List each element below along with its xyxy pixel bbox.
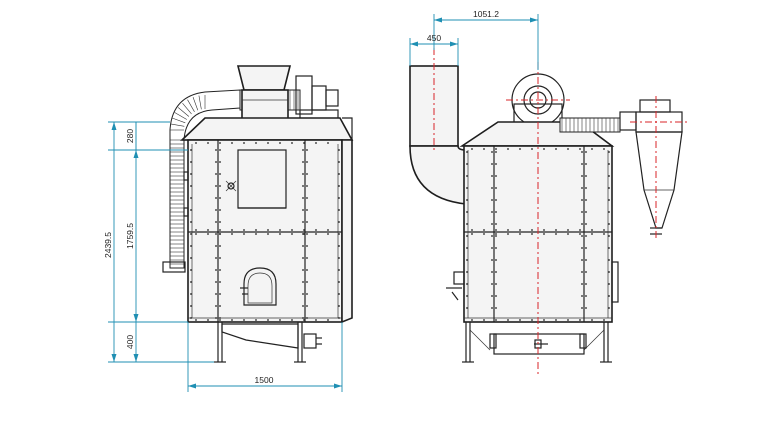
front-body	[183, 139, 343, 323]
side-inlet-duct	[409, 65, 467, 205]
side-view: 1051.2 450	[409, 9, 690, 376]
side-dimensions: 1051.2 450	[409, 9, 539, 70]
side-center-lines	[433, 48, 690, 376]
dim-top-offset: 280	[125, 129, 135, 143]
front-dimensions: 2439.5 1759.5 280 400 1500	[103, 121, 343, 392]
dim-overall-height: 2439.5	[103, 232, 113, 258]
front-roof	[180, 117, 354, 141]
side-body	[446, 145, 619, 323]
front-base	[214, 322, 322, 363]
side-cyclone	[619, 99, 683, 235]
dim-inlet-width: 450	[427, 33, 441, 43]
front-view: 2439.5 1759.5 280 400 1500	[103, 65, 354, 392]
dim-front-width: 1500	[255, 375, 274, 385]
dim-body-height: 1759.5	[125, 223, 135, 249]
side-hose	[559, 117, 621, 133]
dim-leg-height: 400	[125, 335, 135, 349]
side-base	[462, 322, 612, 363]
dim-center-distance: 1051.2	[473, 9, 499, 19]
front-right-strip	[341, 117, 353, 324]
